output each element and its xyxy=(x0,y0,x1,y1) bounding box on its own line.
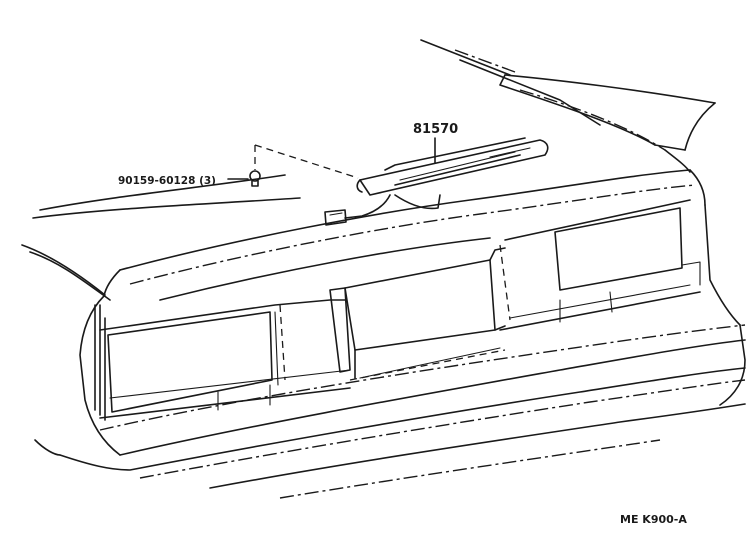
center-garnish xyxy=(329,247,506,381)
screw-assembly xyxy=(227,144,359,187)
left-tail-lamp xyxy=(99,299,351,419)
rear-bumper xyxy=(34,324,746,499)
roof-outline xyxy=(21,39,601,301)
figure-code: ME K900-A xyxy=(620,513,687,526)
tail-panel xyxy=(79,204,746,456)
part-number-label: 90159-60128 (3) xyxy=(118,175,216,187)
part-number-label: 81570 xyxy=(413,122,458,137)
high-mount-stop-lamp xyxy=(356,137,549,210)
wire-harness xyxy=(324,194,391,226)
trunk-lid xyxy=(103,169,706,301)
right-tail-lamp xyxy=(499,199,701,331)
